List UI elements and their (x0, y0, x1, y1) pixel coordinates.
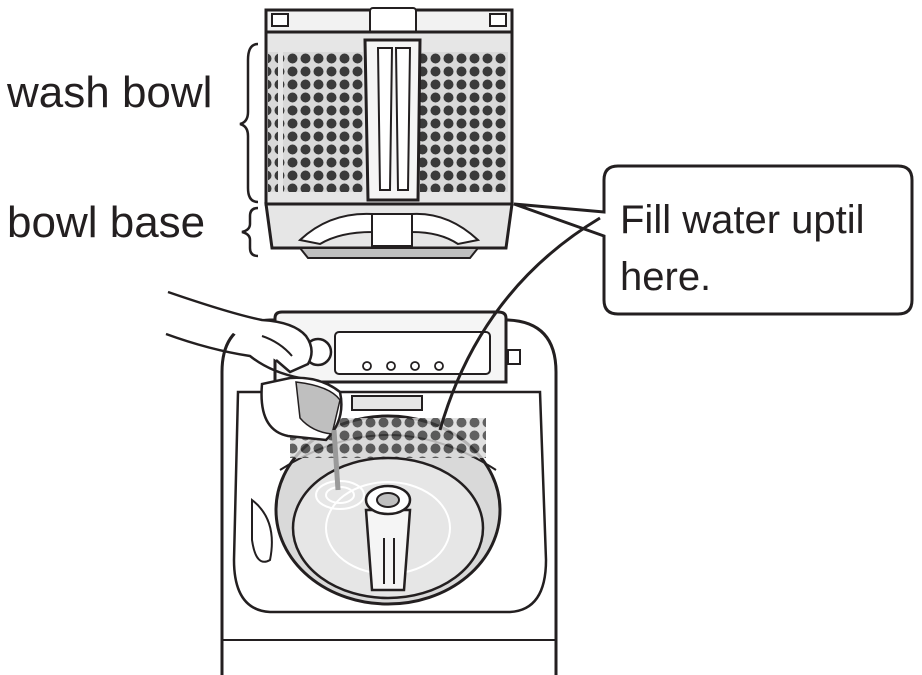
wash-bowl-brace (239, 42, 259, 204)
wash-bowl-label: wash bowl (7, 68, 213, 117)
hand-pouring-illustration (165, 290, 343, 491)
callout-line-2: here. (620, 255, 712, 299)
callout-bubble (513, 164, 914, 316)
bowl-base-brace (241, 206, 259, 258)
bowl-base-label: bowl base (7, 198, 206, 247)
callout-text: Fill water uptil here. (620, 192, 865, 306)
washing-machine-illustration (220, 310, 558, 675)
callout-pointer-line (438, 216, 601, 431)
callout-line-1: Fill water uptil (620, 198, 865, 242)
wash-bowl-illustration (264, 7, 514, 259)
